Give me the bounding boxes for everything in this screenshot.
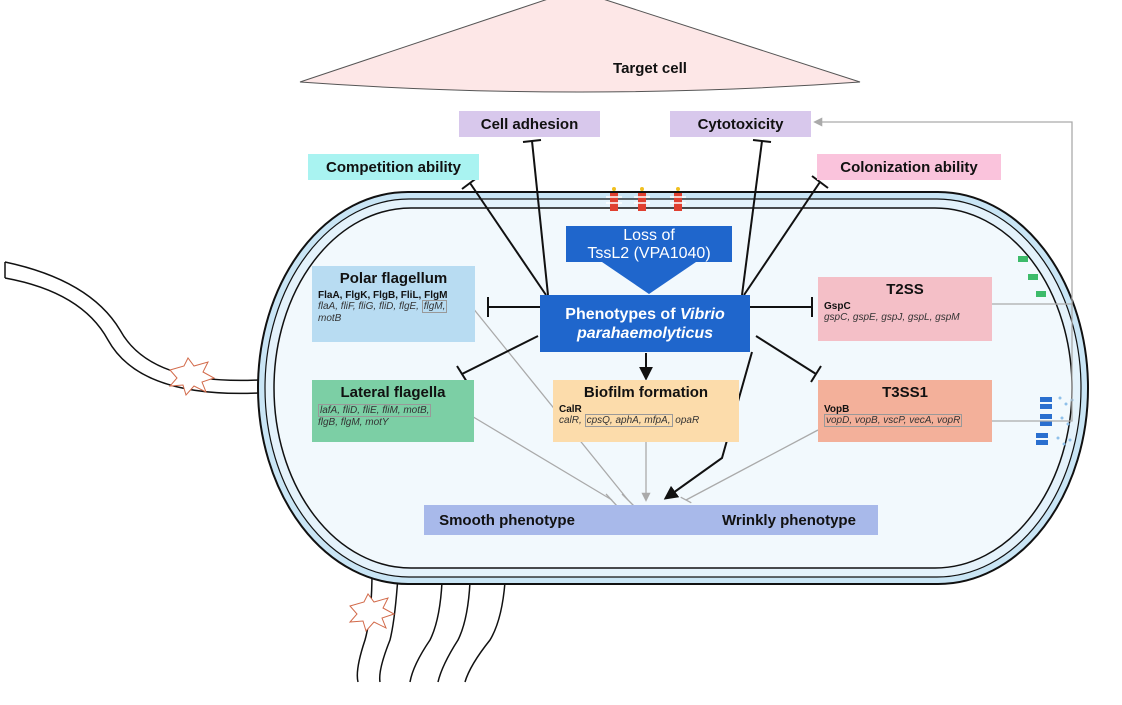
polar-flagellum-title: Polar flagellum	[339, 270, 448, 287]
t3ss1-title: T3SS1	[882, 384, 928, 401]
biofilm-genes-b: opaR	[675, 415, 700, 426]
t2ss-title: T2SS	[886, 281, 924, 298]
membrane-secretion-structures-top	[606, 187, 686, 211]
polar-genes-a: flaA, fliF, fliG, fliD, flgE,	[318, 301, 419, 312]
biofilm-genes-a: calR,	[559, 415, 582, 426]
vibrio-text: Vibrio	[679, 305, 725, 323]
wrinkly-phenotype-label: Wrinkly phenotype	[722, 511, 856, 529]
cytotoxicity-label: Cytotoxicity	[670, 111, 811, 137]
lateral-genes-highlight: lafA, fliD, fliE, fliM, motB,	[318, 404, 432, 417]
phenotypes-line-1: Phenotypes of Vibrio	[565, 305, 724, 324]
gray-connectors	[467, 117, 1073, 502]
t3ss-effector-dots	[1056, 396, 1074, 446]
t3ss1-box: T3SS1 VopB vopD, vopB, vscP, vecA, vopR	[818, 380, 992, 442]
cell-adhesion-label: Cell adhesion	[459, 111, 600, 137]
parahaemolyticus-text: parahaemolyticus	[576, 324, 714, 342]
biofilm-formation-title: Biofilm formation	[583, 384, 709, 401]
t2ss-membrane-structures	[1018, 256, 1046, 297]
t3ss1-proteins: VopB	[824, 404, 850, 415]
loss-arrow	[566, 226, 732, 294]
phenotypes-line-2: parahaemolyticus	[577, 324, 713, 343]
t3ss1-genes: vopD, vopB, vscP, vecA, vopR	[824, 414, 986, 427]
smooth-phenotype-label: Smooth phenotype	[439, 511, 575, 529]
phenotypes-box: Phenotypes of Vibrio parahaemolyticus	[540, 295, 750, 352]
polar-flagellum-genes: flaA, fliF, fliG, fliD, flgE, flgM, motB	[318, 300, 469, 325]
polar-flagellum-box: Polar flagellum FlaA, FlgK, FlgB, FliL, …	[312, 266, 475, 342]
t2ss-genes: gspC, gspE, gspJ, gspL, gspM	[824, 312, 960, 323]
biofilm-formation-genes: calR, cpsQ, aphA, mfpA, opaR	[559, 414, 733, 427]
lateral-genes-b: flgB, flgM, motY	[318, 417, 389, 428]
t2ss-proteins: GspC	[824, 301, 851, 312]
loss-line-2: TssL2 (VPA1040)	[587, 245, 711, 262]
target-cell-shape	[299, 0, 861, 93]
target-cell-label: Target cell	[613, 59, 687, 77]
biofilm-formation-box: Biofilm formation CalR calR, cpsQ, aphA,…	[553, 380, 739, 442]
lateral-flagella-title: Lateral flagella	[340, 384, 446, 401]
polar-flagellum-proteins: FlaA, FlgK, FlgB, FliL, FlgM	[318, 290, 448, 301]
burst-polar	[168, 357, 216, 397]
loss-of-tssl2-label: Loss of TssL2 (VPA1040)	[566, 227, 732, 263]
t3ss1-genes-highlight: vopD, vopB, vscP, vecA, vopR	[824, 414, 963, 427]
polar-flagellum-tail	[4, 261, 259, 395]
loss-line-1: Loss of	[623, 227, 675, 244]
lateral-flagella-tails	[356, 571, 506, 683]
t3ss-membrane-structures	[1036, 397, 1052, 445]
t2ss-box: T2SS GspC gspC, gspE, gspJ, gspL, gspM	[818, 277, 992, 341]
colonization-ability-label: Colonization ability	[817, 154, 1001, 180]
polar-genes-highlight: flgM,	[421, 300, 448, 313]
biofilm-formation-proteins: CalR	[559, 404, 582, 415]
burst-lateral	[348, 593, 396, 633]
lateral-flagella-box: Lateral flagella lafA, fliD, fliE, fliM,…	[312, 380, 474, 442]
biofilm-genes-highlight: cpsQ, aphA, mfpA,	[584, 414, 673, 427]
phenotypes-prefix: Phenotypes of	[565, 305, 680, 323]
gray-inhibition-bars	[605, 493, 692, 507]
lateral-flagella-genes: lafA, fliD, fliE, fliM, motB, flgB, flgM…	[318, 404, 468, 429]
competition-ability-label: Competition ability	[308, 154, 479, 180]
smooth-wrinkly-bar	[424, 505, 878, 535]
polar-genes-b: motB	[318, 313, 342, 324]
